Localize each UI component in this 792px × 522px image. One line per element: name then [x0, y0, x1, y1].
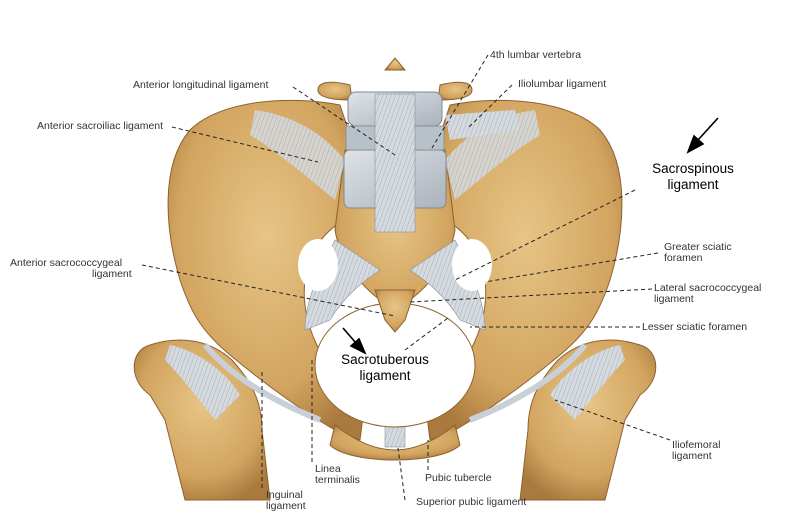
lat-sacrococcygeal-line1: Lateral sacrococcygeal — [654, 282, 762, 294]
right-femur — [519, 339, 657, 501]
label-sacrotuberous-ligament: Sacrotuberous ligament — [330, 352, 440, 384]
sacrotuberous-arrow — [342, 327, 357, 344]
label-lesser-sciatic-foramen: Lesser sciatic foramen — [642, 321, 748, 333]
sacrospinous-line1: Sacrospinous — [652, 161, 734, 176]
label-lateral-sacrococcygeal-ligament: Lateral sacrococcygeal ligament — [654, 283, 761, 305]
greater-sciatic-line1: Greater sciatic — [664, 241, 732, 253]
sacrotuberous-line1: Sacrotuberous — [341, 352, 429, 367]
anterior-longitudinal-ligament-shape — [374, 93, 416, 233]
superior-pubic-ligament-shape — [384, 424, 406, 448]
left-femur — [133, 339, 271, 501]
sacrotuberous-arrowhead — [349, 337, 367, 355]
label-anterior-sacroiliac-ligament: Anterior sacroiliac ligament — [37, 120, 164, 132]
leader-sup-pubic — [397, 447, 406, 501]
l4-transverse-right — [437, 81, 473, 101]
l4-transverse-left — [317, 81, 353, 101]
iliolumbar-ligament-shape — [445, 110, 520, 140]
anterior-sacroiliac-ligament-left — [250, 110, 345, 200]
pubic-arch — [329, 424, 461, 461]
leader-iliofemoral — [554, 399, 671, 441]
label-inguinal-ligament: Inguinal ligament — [266, 490, 306, 512]
arrows — [342, 117, 719, 355]
label-pubic-tubercle: Pubic tubercle — [425, 472, 492, 484]
leader-sacrospinous — [454, 189, 636, 281]
inguinal-line2: ligament — [266, 500, 306, 512]
iliofemoral-line1: Iliofemoral — [672, 439, 721, 451]
label-anterior-longitudinal-ligament: Anterior longitudinal ligament — [133, 79, 269, 91]
linea-line1: Linea — [315, 463, 341, 475]
iliofemoral-ligament-right — [550, 345, 625, 420]
label-iliolumbar-ligament: Iliolumbar ligament — [518, 78, 607, 90]
leader-sacrotuberous — [404, 317, 449, 351]
linea-line2: terminalis — [315, 474, 360, 486]
label-anterior-sacrococcygeal-ligament: Anterior sacrococcygeal ligament — [10, 258, 132, 280]
greater-sciatic-line2: foramen — [664, 252, 703, 264]
inguinal-ligament-left — [202, 343, 322, 423]
iliofemoral-ligament-left — [165, 345, 240, 420]
sacrospinous-arrowhead — [686, 134, 705, 154]
sacrospinous-line2: ligament — [667, 177, 719, 192]
ant-sacrococcygeal-line2: ligament — [92, 268, 132, 280]
leader-greater-sciatic — [484, 252, 659, 283]
leader-iliolumbar — [467, 84, 513, 129]
inguinal-ligament-right — [468, 343, 588, 423]
sacrospinous-arrow — [697, 117, 719, 141]
label-greater-sciatic-foramen: Greater sciatic foramen — [664, 242, 732, 264]
greater-sciatic-foramen-left — [298, 239, 338, 291]
leader-lines — [141, 54, 671, 501]
inguinal-line1: Inguinal — [266, 489, 303, 501]
label-iliofemoral-ligament: Iliofemoral ligament — [672, 440, 720, 462]
label-sacrospinous-ligament: Sacrospinous ligament — [638, 161, 748, 193]
label-4th-lumbar-vertebra: 4th lumbar vertebra — [490, 49, 582, 61]
leader-lat-sacrococcygeal — [409, 288, 653, 303]
lat-sacrococcygeal-line2: ligament — [654, 293, 694, 305]
coccyx — [374, 289, 416, 333]
label-superior-pubic-ligament: Superior pubic ligament — [416, 496, 527, 508]
sacrotuberous-line2: ligament — [359, 368, 411, 383]
leader-ant-sacrococcygeal — [141, 264, 396, 317]
ant-sacrococcygeal-line1: Anterior sacrococcygeal — [10, 257, 123, 269]
l4-spinous — [383, 57, 407, 71]
anterior-sacroiliac-ligament-right — [445, 110, 540, 200]
label-linea-terminalis: Linea terminalis — [315, 464, 360, 486]
iliofemoral-line2: ligament — [672, 450, 712, 462]
greater-sciatic-foramen-right — [452, 239, 492, 291]
